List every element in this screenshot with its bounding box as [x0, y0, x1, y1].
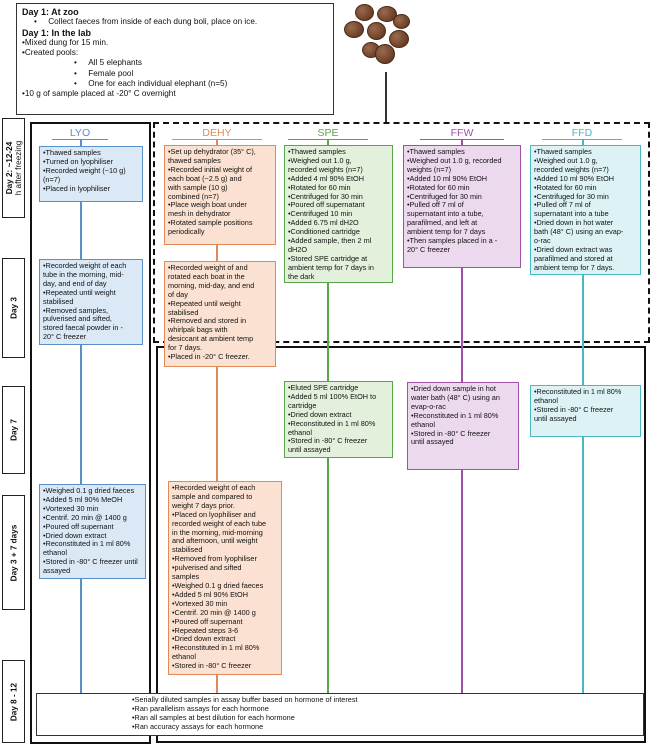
day3-label: Day 3	[2, 258, 25, 358]
col-header-ffw: FFW	[420, 127, 504, 140]
early-steps-frame	[153, 122, 650, 343]
late-steps-frame	[156, 346, 646, 743]
day3-7-label: Day 3 + 7 days	[2, 495, 25, 610]
col-header-lyo: LYO	[52, 127, 108, 140]
lyo-step-1: •Thawed samples•Turned on lyophiliser•Re…	[39, 146, 143, 202]
col-header-dehy: DEHY	[172, 127, 262, 140]
ffd-step-1: •Thawed samples•Weighed out 1.0 g,record…	[530, 145, 641, 275]
spe-step-1: •Thawed samples•Weighed out 1.0 g,record…	[284, 145, 393, 283]
lyo-frame	[30, 122, 151, 744]
dehy-line	[216, 138, 218, 693]
dung-connector	[385, 72, 387, 123]
freeze-item: •10 g of sample placed at -20° C overnig…	[22, 89, 176, 99]
ffd-step-2: •Reconstituted in 1 ml 80%ethanol•Stored…	[530, 385, 641, 437]
day7-label: Day 7	[2, 386, 25, 474]
ffw-step-1: •Thawed samples•Weighed out 1.0 g, recor…	[403, 145, 521, 268]
lyo-step-3: •Weighed 0.1 g dried faeces•Added 5 ml 9…	[39, 484, 146, 579]
pool-item: • One for each individual elephant (n=5)	[74, 79, 228, 89]
final-assay-box: •Serially diluted samples in assay buffe…	[36, 693, 644, 736]
zoo-item: • Collect faeces from inside of each dun…	[34, 17, 258, 27]
spe-step-2: •Eluted SPE cartridge•Added 5 ml 100% Et…	[284, 381, 393, 458]
dehy-step-1: •Set up dehydrator (35° C),thawed sample…	[164, 145, 276, 245]
mix-item: •Mixed dung for 15 min.	[22, 37, 109, 47]
lyo-line	[80, 138, 82, 693]
pool-item: • All 5 elephants	[74, 58, 142, 68]
day8-12-label: Day 8 - 12	[2, 660, 25, 743]
intro-box: Day 1: At zoo • Collect faeces from insi…	[16, 3, 334, 115]
col-header-spe: SPE	[288, 127, 368, 140]
day1-lab-heading: Day 1: In the lab	[22, 27, 92, 38]
col-header-ffd: FFD	[542, 127, 622, 140]
pool-item: • Female pool	[74, 68, 134, 78]
dung-pile-icon	[340, 4, 420, 74]
pools-item: •Created pools:	[22, 48, 79, 58]
day1-zoo-heading: Day 1: At zoo	[22, 7, 79, 17]
